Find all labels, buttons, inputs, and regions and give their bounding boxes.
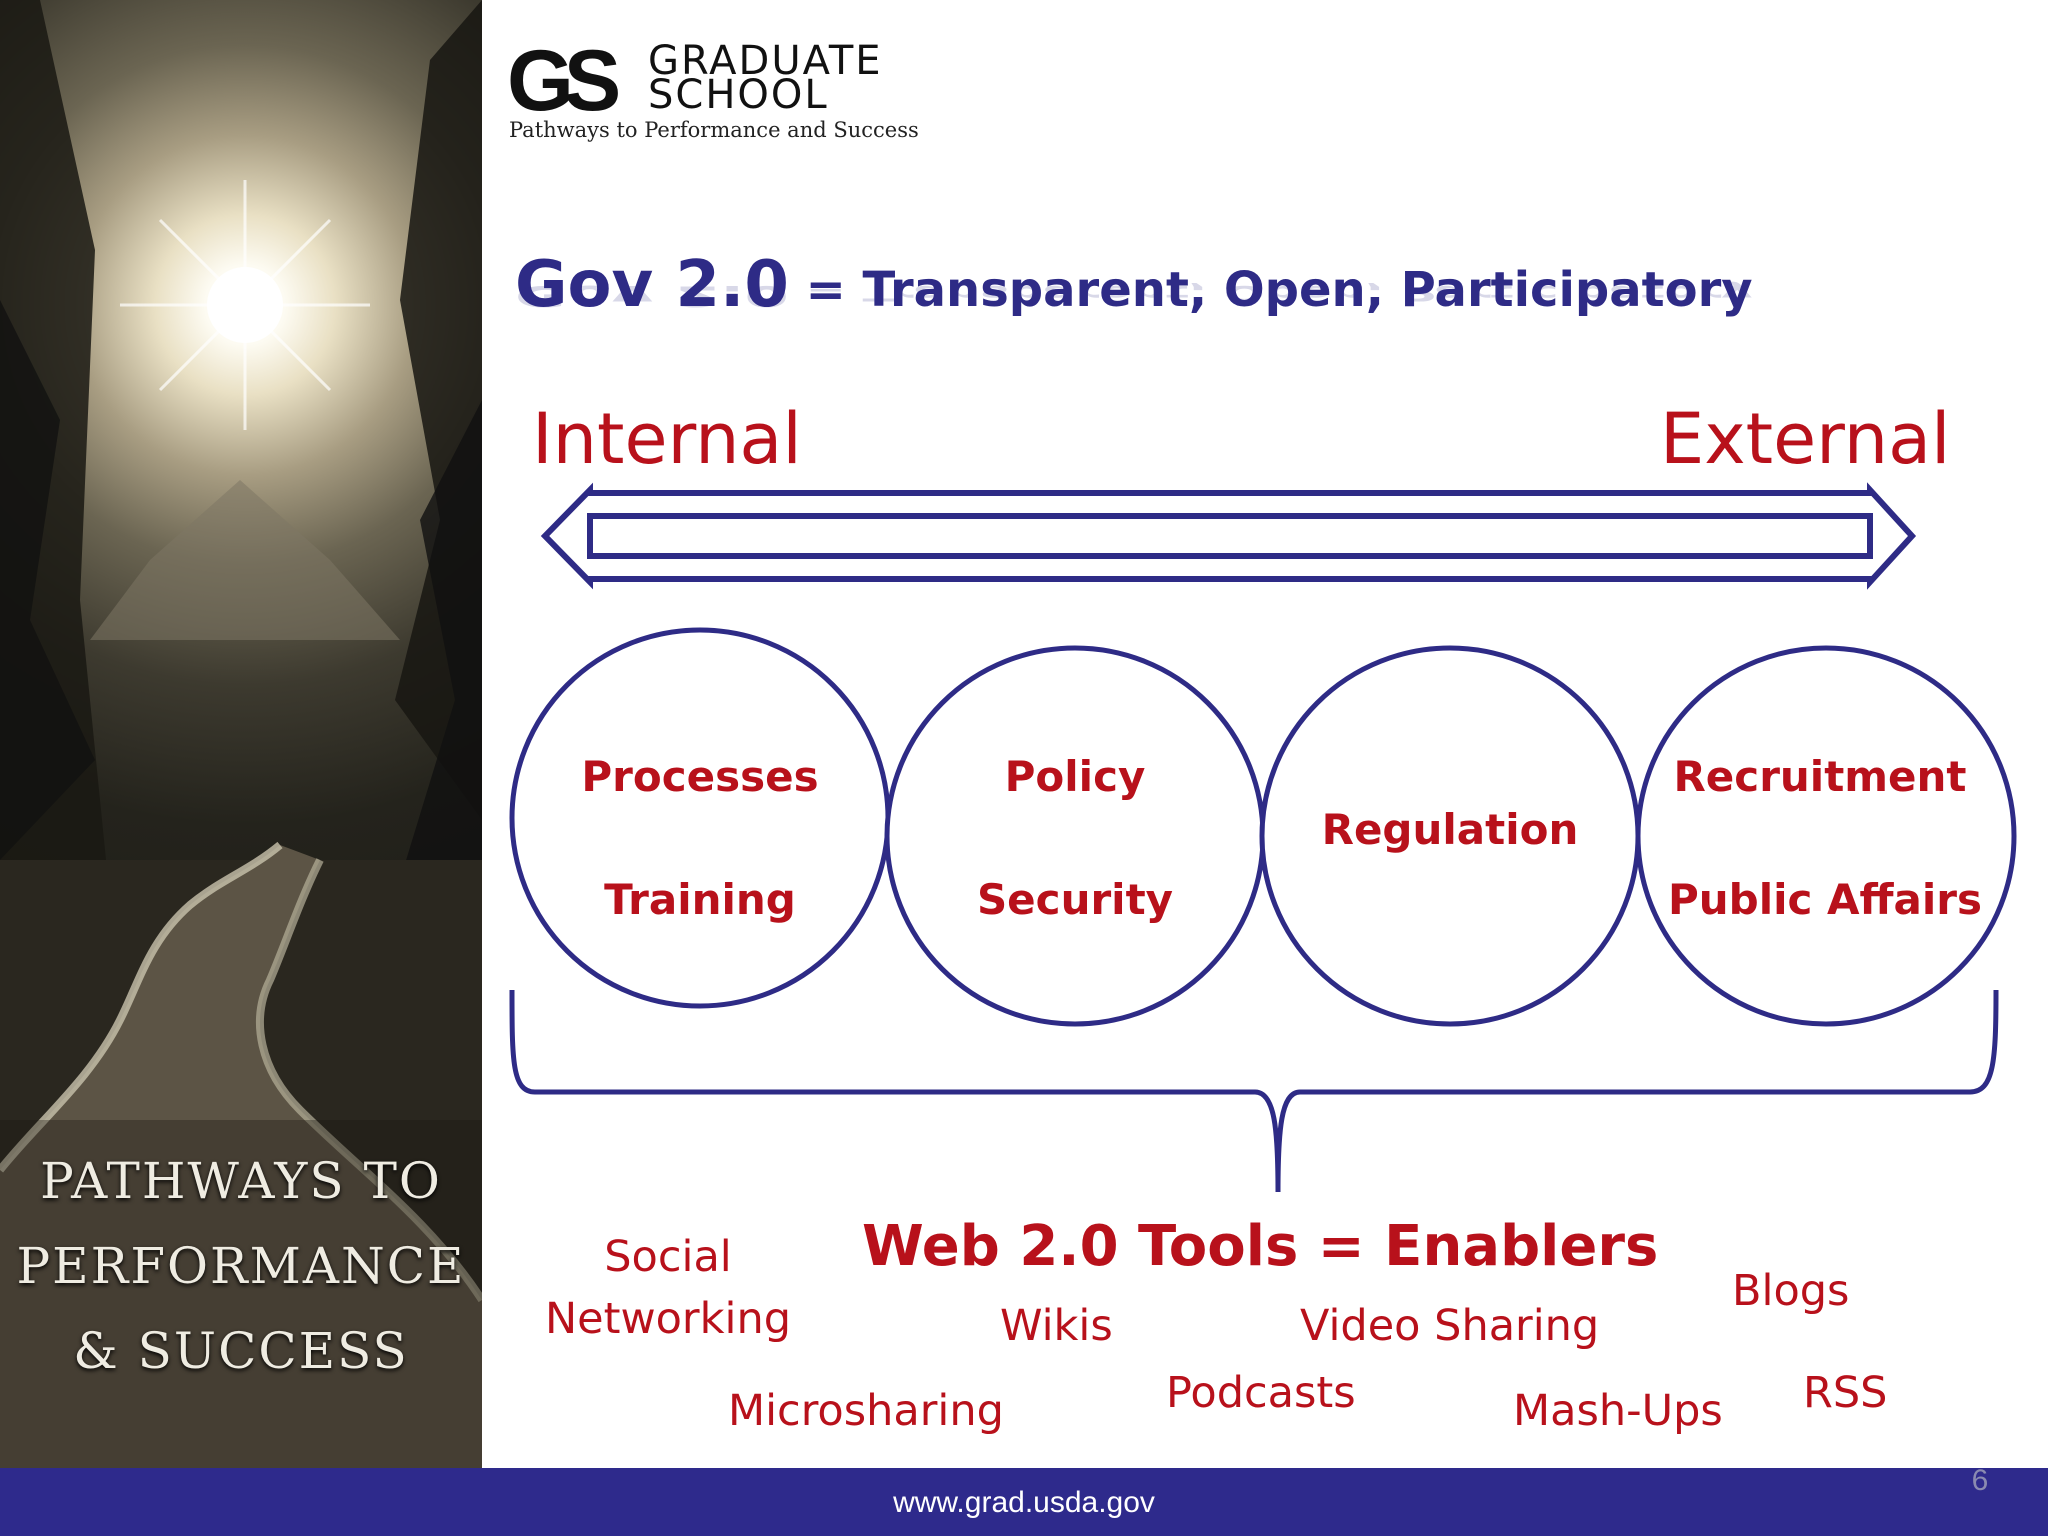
title-subtitle: = Transparent, Open, Participatory <box>788 262 1753 318</box>
logo-name-line-1: GRADUATE <box>648 38 883 84</box>
circle-1-line-1: Processes <box>581 752 819 801</box>
page-number: 6 <box>1971 1464 1989 1497</box>
internal-label: Internal <box>532 398 802 480</box>
circle-4-line-1: Recruitment <box>1673 752 1967 801</box>
circle-policy <box>884 645 1266 1027</box>
tool-microsharing: Microsharing <box>728 1386 1004 1436</box>
tool-video-sharing: Video Sharing <box>1300 1301 1600 1351</box>
panel-caption-line-2: PERFORMANCE <box>16 1237 466 1295</box>
diagram-shapes <box>509 482 2017 1193</box>
circle-1-line-2: Training <box>604 875 796 924</box>
tool-blogs: Blogs <box>1732 1266 1850 1316</box>
circle-3-line-1: Regulation <box>1321 805 1579 854</box>
logo-tagline: Pathways to Performance and Success <box>509 118 919 142</box>
graduate-school-logo: GS GRADUATE SCHOOL Pathways to Performan… <box>505 33 945 148</box>
title-main: Gov 2.0 <box>515 248 789 322</box>
circle-2-line-2: Security <box>976 875 1174 924</box>
bracket <box>509 989 1999 1193</box>
tool-rss: RSS <box>1803 1368 1888 1418</box>
forest-path-photo: PATHWAYS TO PERFORMANCE & SUCCESS <box>0 0 482 1468</box>
circle-recruitment <box>1635 645 2017 1027</box>
footer-url: www.grad.usda.gov <box>893 1486 1155 1519</box>
slide-title: Gov 2.0 = Transparent, Open, Participato… <box>515 248 1915 368</box>
circle-processes <box>509 627 891 1009</box>
footer-bar <box>0 1468 2048 1536</box>
tool-social-line-2: Networking <box>544 1294 792 1344</box>
forest-scene-illustration <box>0 0 482 1468</box>
logo-monogram: GS <box>507 33 621 129</box>
circle-2-line-1: Policy <box>1004 752 1146 801</box>
external-label: External <box>1660 398 1951 480</box>
tools-heading: Web 2.0 Tools = Enablers <box>862 1214 1659 1279</box>
tool-mash-ups: Mash-Ups <box>1513 1386 1723 1436</box>
double-arrow-inner-gap <box>587 513 1873 559</box>
panel-caption-line-1: PATHWAYS TO <box>40 1152 442 1210</box>
panel-caption-line-3: & SUCCESS <box>73 1322 409 1380</box>
tool-wikis: Wikis <box>1000 1301 1113 1351</box>
tool-social-line-1: Social <box>604 1232 732 1282</box>
tool-podcasts: Podcasts <box>1166 1368 1356 1418</box>
logo-name-line-2: SCHOOL <box>648 72 829 118</box>
circle-4-line-2: Public Affairs <box>1667 875 1983 924</box>
